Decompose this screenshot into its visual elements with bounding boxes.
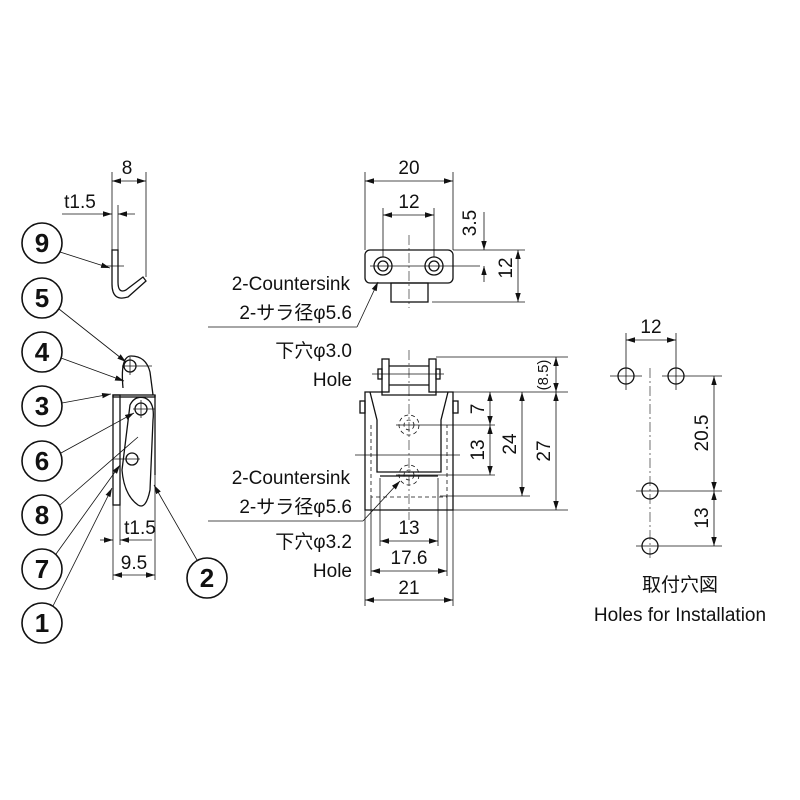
callout-8: 8 (21, 436, 139, 536)
callout-label: 5 (35, 283, 49, 313)
installation-holes: 12 20.5 13 取付穴図 Holes for Installation (594, 317, 766, 626)
callout-6: 6 (21, 412, 135, 482)
dim-width: 20 (398, 158, 419, 179)
countersink-note: 2-Countersink (232, 468, 351, 489)
dim-thickness: t1.5 (124, 518, 156, 539)
latch-side-view: t1.5 9.5 (100, 355, 156, 580)
countersink-diameter-note: 2-サラ径φ5.6 (239, 496, 352, 518)
dim-21: 21 (398, 578, 419, 599)
dim-hole-pitch: 12 (398, 192, 419, 213)
dim-13-vertical: 13 (468, 439, 489, 460)
part-callouts: 9 5 4 3 6 8 7 1 2 (21, 222, 228, 644)
dim-hole-pitch: 12 (640, 317, 661, 338)
top-view: 20 12 3.5 12 2-Countersink 2-サラ径φ5.6 下穴φ… (208, 158, 525, 391)
countersink-note: 2-Countersink (232, 274, 351, 295)
hook-side-view: 8 t1.5 (62, 158, 147, 299)
dim-hook-thickness: t1.5 (64, 192, 96, 213)
dim-depth: 9.5 (121, 553, 147, 574)
callout-9: 9 (21, 222, 111, 269)
pilot-hole-note: 下穴φ3.2 (275, 531, 352, 553)
callout-label: 3 (35, 391, 49, 421)
callout-7: 7 (21, 464, 121, 590)
dim-17-6: 17.6 (391, 548, 428, 569)
callout-label: 7 (35, 554, 49, 584)
dim-height: 12 (496, 257, 517, 278)
dim-hinge: (8.5) (535, 360, 552, 391)
callout-5: 5 (21, 277, 127, 363)
callout-1: 1 (21, 487, 113, 644)
countersink-diameter-note: 2-サラ径φ5.6 (239, 302, 352, 324)
dim-20-5: 20.5 (692, 415, 713, 452)
callout-label: 1 (35, 608, 49, 638)
dim-13: 13 (692, 507, 713, 528)
dim-hook-width: 8 (122, 158, 133, 179)
callout-label: 8 (35, 500, 49, 530)
dim-24: 24 (500, 433, 521, 455)
pilot-hole-note: 下穴φ3.0 (275, 340, 352, 362)
callout-label: 2 (200, 563, 214, 593)
front-view: (8.5) 7 13 24 27 13 17.6 21 2-Countersin… (208, 350, 568, 606)
installation-title-jp: 取付穴図 (642, 574, 718, 596)
callout-2: 2 (153, 484, 228, 599)
dim-7: 7 (468, 404, 489, 415)
callout-4: 4 (21, 331, 125, 382)
callout-label: 4 (35, 337, 50, 367)
hole-label: Hole (313, 370, 352, 391)
dim-offset: 3.5 (460, 210, 481, 236)
callout-3: 3 (21, 385, 112, 427)
dim-27: 27 (534, 440, 555, 461)
callout-label: 9 (35, 228, 49, 258)
hole-label: Hole (313, 561, 352, 582)
callout-label: 6 (35, 446, 49, 476)
installation-title-en: Holes for Installation (594, 605, 766, 626)
dim-13-horizontal: 13 (398, 518, 419, 539)
